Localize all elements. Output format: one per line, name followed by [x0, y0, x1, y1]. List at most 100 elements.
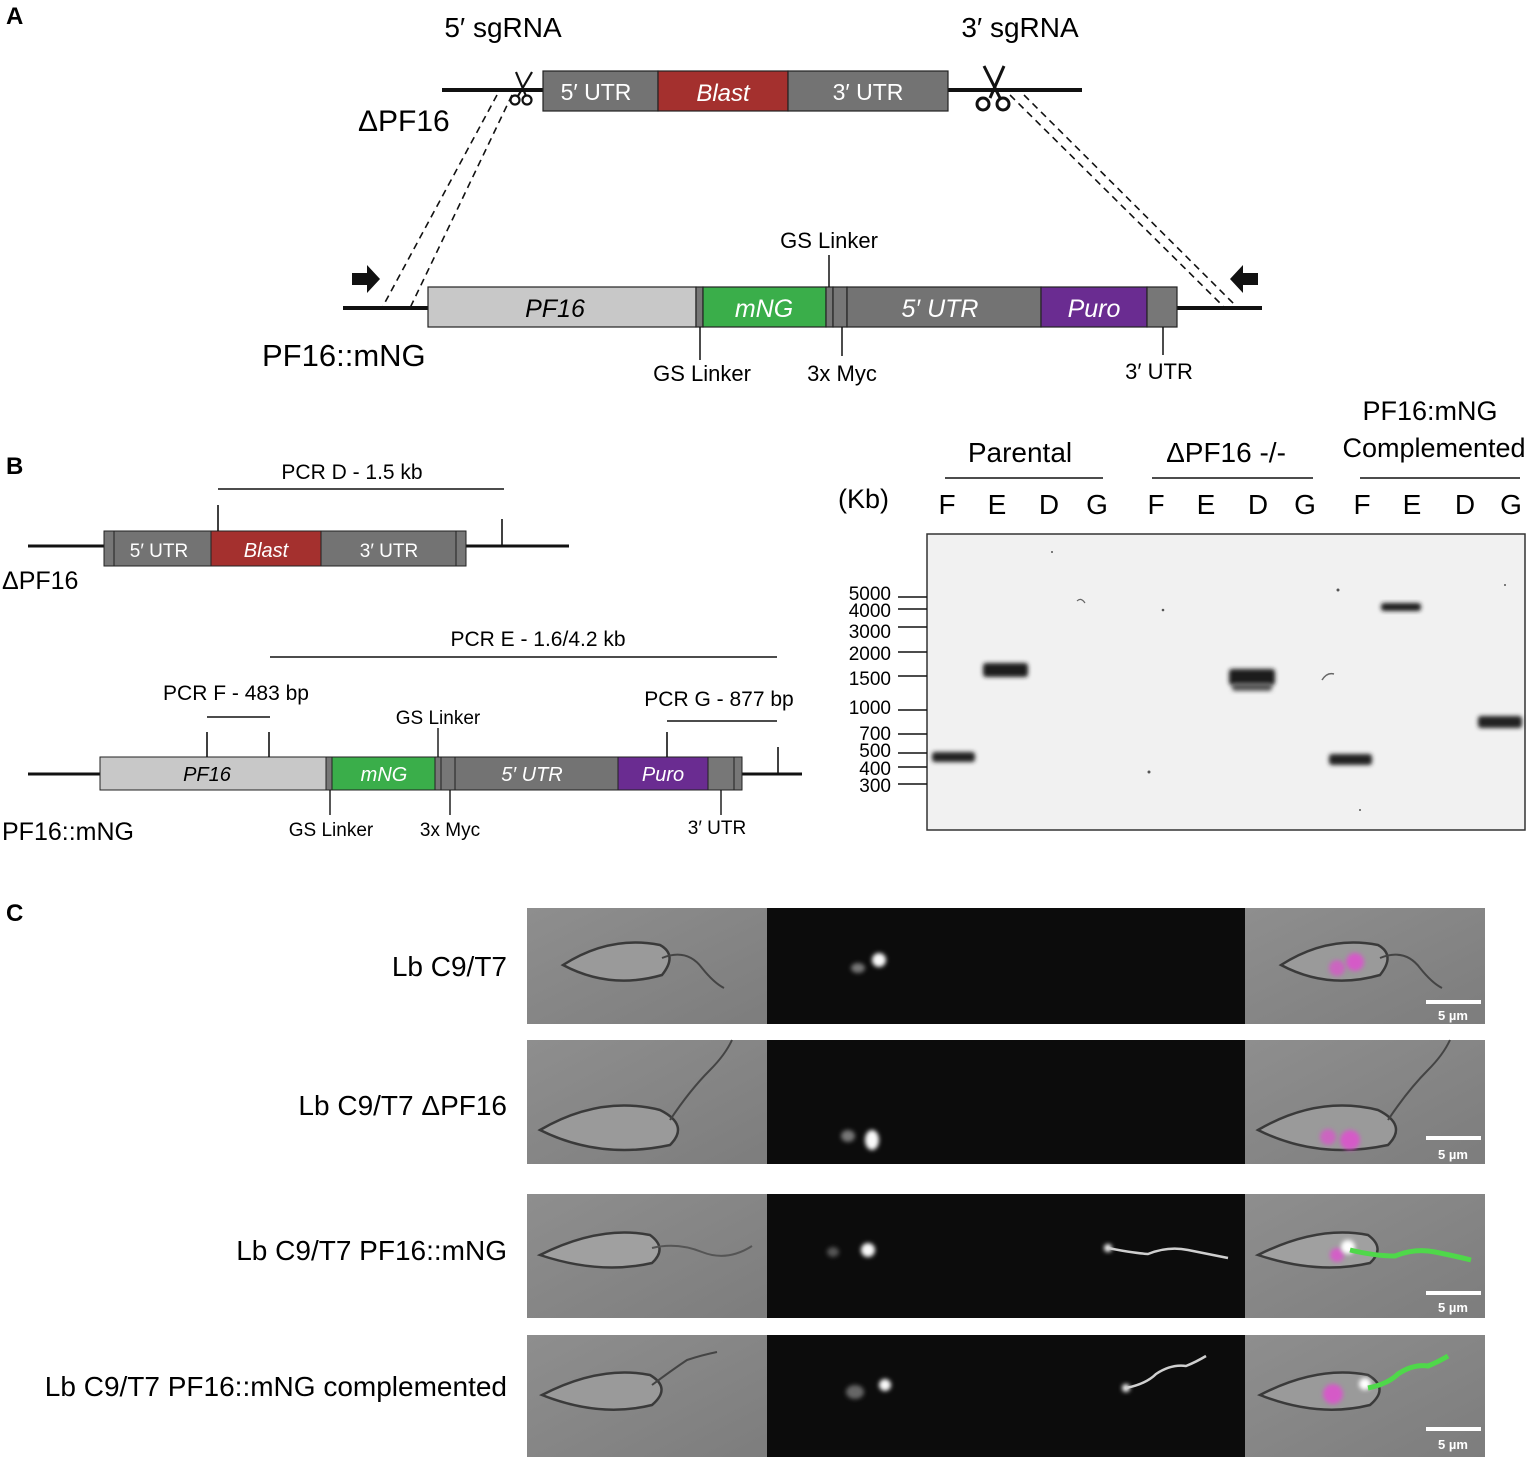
panel-a: A 5′ sgRNA 3′ sgRNA 5′ UTR Blast 3′ UTR … — [6, 3, 1262, 386]
utr3-label-a: 3′ UTR — [1125, 359, 1193, 384]
band-comp-e — [1381, 603, 1421, 611]
scissors-icon — [509, 71, 533, 106]
ko-5utr-block — [542, 70, 659, 112]
myc-label-a: 3x Myc — [807, 361, 877, 386]
sgrna-5-label: 5′ sgRNA — [444, 12, 562, 43]
reverse-primer-arrow-icon — [1230, 265, 1258, 293]
pcr-f-label: PCR F - 483 bp — [163, 682, 309, 705]
lane-label: E — [988, 489, 1007, 520]
ladder-label: 4000 — [849, 601, 891, 622]
ladder-label: 1000 — [849, 698, 891, 719]
panel-label-c: C — [6, 900, 23, 927]
row-label-4: Lb C9/T7 PF16::mNG complemented — [45, 1371, 507, 1402]
ladder-label: 2000 — [849, 644, 891, 665]
myc-label-b: 3x Myc — [420, 820, 480, 841]
row-label-2: Lb C9/T7 ΔPF16 — [298, 1090, 507, 1121]
fluorescence-image — [767, 1040, 1245, 1164]
dpf16-label-b: ΔPF16 — [2, 567, 78, 595]
ladder-label: 300 — [859, 776, 891, 797]
ko-3utr-text: 3′ UTR — [833, 79, 904, 105]
panel-label-b: B — [6, 453, 23, 480]
ko-3utr-block — [787, 70, 949, 112]
panel-c: C Lb C9/T7 5 µm Lb C9/T7 ΔPF16 — [6, 900, 1485, 1457]
ko-construct-a: 5′ UTR Blast 3′ UTR ΔPF16 — [358, 70, 1082, 138]
pf16-mng-label-b: PF16::mNG — [2, 818, 134, 846]
scale-bar-label: 5 µm — [1438, 1437, 1468, 1452]
homology-dashed-lines — [381, 94, 1239, 309]
ko-blast-block — [657, 70, 789, 112]
tag-5utr-block — [846, 286, 1042, 328]
band-ko-d — [1229, 669, 1275, 685]
pcr-d-label: PCR D - 1.5 kb — [281, 461, 422, 484]
lane-label: G — [1294, 489, 1316, 520]
band-comp-g — [1478, 716, 1522, 728]
gel-specks — [1051, 551, 1506, 811]
tag-mng-text: mNG — [735, 295, 793, 323]
scale-bar-label: 5 µm — [1438, 1008, 1468, 1023]
gs-linker-bottom-label-a: GS Linker — [653, 361, 751, 386]
lane-label: E — [1197, 489, 1216, 520]
lane-label: F — [938, 489, 955, 520]
micrograph-row-1: Lb C9/T7 5 µm — [392, 908, 1485, 1024]
fluorescence-image — [767, 908, 1245, 1024]
scale-bar-label: 5 µm — [1438, 1300, 1468, 1315]
pf16-mng-label-a: PF16::mNG — [262, 338, 426, 373]
lane-label: D — [1248, 489, 1268, 520]
gel-ladder-ticks — [898, 596, 927, 785]
band-comp-f — [1329, 754, 1372, 765]
gel-lane-labels: F E D G F E D G F E D G — [938, 489, 1521, 520]
tag-b-pf16-text: PF16 — [183, 764, 232, 786]
tag-mng-block — [702, 286, 827, 328]
pcr-g-label: PCR G - 877 bp — [644, 688, 793, 711]
tag-construct-a: PF16 mNG 5′ UTR Puro PF16::mNG — [262, 286, 1262, 373]
tag-pf16-block — [427, 286, 697, 328]
panel-b: B PCR D - 1.5 kb 5′ UTR Blast 3′ UTR ΔPF… — [2, 453, 802, 846]
lane-label: D — [1455, 489, 1475, 520]
utr3-label-b: 3′ UTR — [688, 818, 746, 839]
tag-b-mng-text: mNG — [361, 764, 408, 786]
gs-linker-top-label-a: GS Linker — [780, 228, 878, 253]
ko-b-blast-text: Blast — [244, 540, 290, 562]
forward-primer-arrow-icon — [352, 265, 380, 293]
lane-label: E — [1403, 489, 1422, 520]
panel-label-a: A — [6, 3, 23, 30]
tag-5utr-text: 5′ UTR — [902, 295, 979, 323]
gel-group-title-comp-1: PF16:mNG — [1362, 396, 1497, 426]
lane-label: G — [1500, 489, 1522, 520]
fluorescence-image — [767, 1194, 1245, 1318]
ladder-label: 1500 — [849, 669, 891, 690]
lane-label: G — [1086, 489, 1108, 520]
fluorescence-image — [767, 1335, 1245, 1457]
gel-group-title-comp-2: Complemented — [1342, 433, 1525, 463]
band-parental-e — [983, 663, 1028, 677]
gel-group-title-ko: ΔPF16 -/- — [1166, 437, 1286, 468]
tag-b-puro-text: Puro — [642, 764, 684, 786]
tag-b-5utr-text: 5′ UTR — [501, 764, 563, 786]
row-label-3: Lb C9/T7 PF16::mNG — [236, 1235, 507, 1266]
ko-b-3utr-text: 3′ UTR — [360, 541, 418, 562]
tag-puro-block — [1040, 286, 1148, 328]
ladder-label: 500 — [859, 741, 891, 762]
ladder-label: 5000 — [849, 584, 891, 605]
ko-b-5utr-text: 5′ UTR — [130, 541, 188, 562]
scissors-icon — [975, 65, 1011, 112]
lane-label: D — [1039, 489, 1059, 520]
sgrna-3-label: 3′ sgRNA — [961, 12, 1079, 43]
pcr-e-label: PCR E - 1.6/4.2 kb — [450, 628, 625, 651]
ladder-label: 400 — [859, 759, 891, 780]
micrograph-row-3: Lb C9/T7 PF16::mNG 5 µm — [236, 1194, 1485, 1318]
scale-bar-label: 5 µm — [1438, 1147, 1468, 1162]
ko-5utr-text: 5′ UTR — [561, 79, 632, 105]
gel-group-title-parental: Parental — [968, 437, 1072, 468]
tag-pf16-text: PF16 — [525, 295, 585, 323]
lane-label: F — [1353, 489, 1370, 520]
ladder-label: 3000 — [849, 622, 891, 643]
lane-label: F — [1147, 489, 1164, 520]
row-label-1: Lb C9/T7 — [392, 951, 507, 982]
gel-ladder-labels: 5000 4000 3000 2000 1500 1000 700 500 40… — [849, 584, 891, 797]
band-parental-f — [932, 752, 975, 762]
gel-panel: Parental ΔPF16 -/- PF16:mNG Complemented… — [838, 396, 1526, 831]
dpf16-label-a: ΔPF16 — [358, 105, 450, 138]
gel-kb-label: (Kb) — [838, 484, 889, 514]
